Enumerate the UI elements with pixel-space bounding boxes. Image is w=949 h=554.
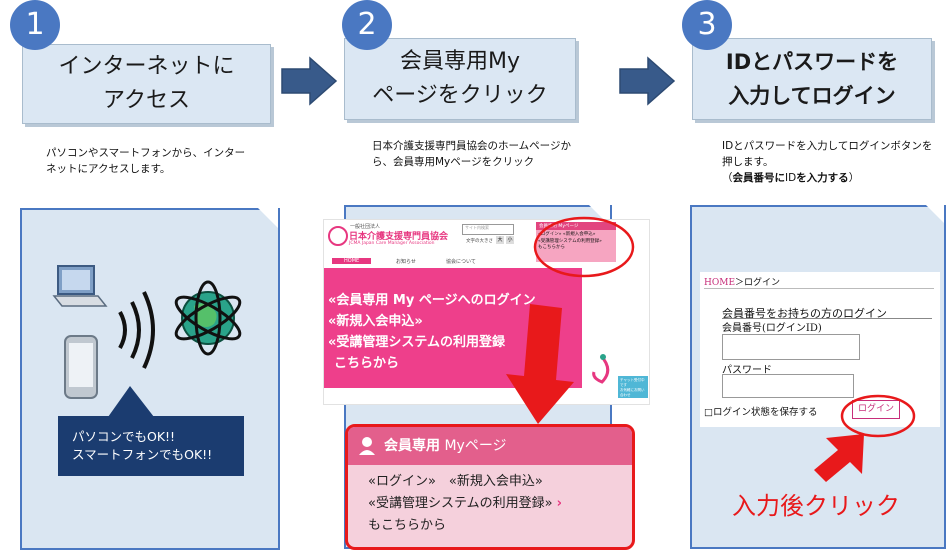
- mypage-widget-links: «ログイン» «新規入会申込»: [538, 232, 596, 237]
- mypage-widget-links3: もこちらから: [538, 245, 565, 250]
- arrow-up-right-icon: [814, 434, 864, 482]
- speech-bubble-tail: [108, 386, 154, 417]
- mypage-widget-links2: «受講管理システムの利用登録»: [538, 239, 602, 244]
- zoom-title-rest: Myページ: [444, 438, 507, 454]
- zoom-title-bold: 会員専用: [384, 438, 440, 454]
- zoom-line-3[interactable]: もこちらから: [368, 518, 447, 533]
- zoom-header: 会員専用 Myページ: [348, 427, 632, 465]
- zoom-body: «ログイン» «新規入会申込» «受講管理システムの利用登録» › もこちらから: [348, 465, 632, 537]
- website-screenshot: 一般社団法人 日本介護支援専門員協会 JCMA Japan Care Manag…: [323, 219, 650, 405]
- banner-line-1: «会員専用 My ページへのログイン: [328, 293, 536, 308]
- font-size-large-button[interactable]: 大: [496, 236, 504, 244]
- login-breadcrumb-divider: [704, 288, 934, 289]
- note-bold-member-number: 会員番号: [732, 172, 775, 184]
- breadcrumb-home-link[interactable]: HOME: [704, 278, 736, 288]
- nav-about[interactable]: 協会について: [446, 259, 476, 265]
- login-id-label: 会員番号(ログインID): [722, 323, 822, 334]
- user-icon: [359, 437, 375, 455]
- mypage-widget-title: 会員専用 Myページ: [536, 222, 616, 230]
- login-heading: 会員番号をお持ちの方のログイン: [722, 307, 887, 320]
- panel-fold: [256, 206, 278, 228]
- highlight-circle: [840, 394, 916, 438]
- step-desc-2: 日本介護支援専門員協会のホームページから、会員専用Myページをクリック: [372, 140, 571, 168]
- arrow-down-icon: [506, 304, 574, 424]
- login-heading-divider: [722, 318, 932, 319]
- login-breadcrumb: HOME＞ログイン: [704, 275, 780, 288]
- smartphone-icon: [64, 335, 98, 399]
- globe-network-icon: [174, 280, 242, 356]
- step-title-3-line2: 入力してログイン: [728, 84, 896, 108]
- step-title-1: インターネットに アクセス: [22, 44, 271, 124]
- panel-fold: [924, 203, 944, 223]
- step-title-2: 会員専用My ページをクリック: [344, 38, 576, 120]
- mascot-logo-icon: [592, 354, 610, 384]
- speech-line-2: スマートフォンでもOK!!: [72, 447, 213, 462]
- note-close: ）: [848, 172, 860, 184]
- step-number-1: 1: [10, 0, 60, 50]
- step-desc-3: IDとパスワードを入力してログインボタンを押します。 （会員番号にIDを入力する…: [722, 138, 937, 186]
- side-chat-link2: お気軽にお問い合わせ: [620, 388, 645, 397]
- step-title-1-line2: アクセス: [103, 88, 190, 113]
- note-id: ID: [785, 172, 797, 184]
- note-bold-enter: を入力する: [796, 172, 849, 184]
- step-title-2-line2: ページをクリック: [372, 83, 548, 108]
- mypage-widget[interactable]: 会員専用 Myページ «ログイン» «新規入会申込» «受講管理システムの利用登…: [536, 222, 616, 262]
- step-title-3-line1: IDとパスワードを: [725, 50, 899, 74]
- site-org-small: 一般社団法人: [350, 224, 381, 230]
- panel-internet: [20, 208, 280, 550]
- zoom-line-1[interactable]: «ログイン» «新規入会申込»: [368, 474, 543, 489]
- nav-news[interactable]: お知らせ: [396, 259, 416, 265]
- step-number-3: 3: [682, 0, 732, 50]
- login-button[interactable]: ログイン: [852, 400, 900, 419]
- step-title-1-line1: インターネットに: [58, 54, 235, 79]
- banner-line-3: «受講管理システムの利用登録: [328, 335, 506, 350]
- laptop-icon: [52, 265, 108, 307]
- login-password-label: パスワード: [722, 365, 772, 376]
- site-font-size-label: 文字の大きさ: [466, 239, 493, 244]
- site-search-input[interactable]: サイト内検索: [462, 224, 514, 235]
- side-chat-link[interactable]: チャット受付中です お気軽にお問い合わせ: [618, 376, 648, 398]
- chevron-right-icon: ›: [556, 496, 563, 511]
- arrow-right-icon: [619, 56, 676, 106]
- step-title-3: IDとパスワードを 入力してログイン: [692, 38, 932, 120]
- zoom-line-2[interactable]: «受講管理システムの利用登録» ›: [368, 493, 632, 515]
- nav-home[interactable]: HOME: [332, 258, 372, 264]
- font-size-small-button[interactable]: 小: [506, 236, 514, 244]
- after-input-click-label: 入力後クリック: [732, 492, 900, 520]
- speech-bubble: パソコンでもOK!! スマートフォンでもOK!!: [58, 416, 244, 476]
- mypage-zoom[interactable]: 会員専用 Myページ «ログイン» «新規入会申込» «受講管理システムの利用登…: [345, 424, 635, 550]
- banner-line-4: こちらから: [334, 356, 400, 371]
- note-open: （: [722, 172, 733, 184]
- step-desc-3-note: （会員番号にIDを入力する）: [722, 170, 937, 186]
- speech-line-1: パソコンでもOK!!: [72, 429, 176, 444]
- login-id-input[interactable]: [722, 334, 860, 360]
- wireless-signal-icon: [118, 291, 155, 369]
- zoom-line-2-text: «受講管理システムの利用登録»: [368, 496, 553, 511]
- login-remember-checkbox[interactable]: □ログイン状態を保存する: [704, 407, 818, 418]
- breadcrumb-current: ＞ログイン: [735, 278, 781, 288]
- login-password-input[interactable]: [722, 374, 854, 398]
- step-number-2: 2: [342, 0, 392, 50]
- step-desc-1: パソコンやスマートフォンから、インターネットにアクセスします。: [46, 147, 246, 175]
- site-nav: HOME お知らせ 協会について: [324, 256, 554, 268]
- site-org-name: 日本介護支援専門員協会: [349, 232, 449, 242]
- step-title-2-line1: 会員専用My: [399, 49, 520, 74]
- highlight-circle: [533, 216, 635, 278]
- site-logo-icon: [328, 226, 348, 246]
- banner-line-2: «新規入会申込»: [328, 314, 423, 329]
- site-org-en: JCMA Japan Care Manager Association: [349, 241, 435, 246]
- side-chat-link1: チャット受付中です: [620, 378, 645, 387]
- step-desc-3-text: IDとパスワードを入力してログインボタンを押します。: [722, 140, 933, 168]
- arrow-right-icon: [281, 56, 338, 106]
- site-side-area: チャット受付中です お気軽にお問い合わせ: [582, 268, 649, 404]
- note-mid: に: [774, 172, 786, 184]
